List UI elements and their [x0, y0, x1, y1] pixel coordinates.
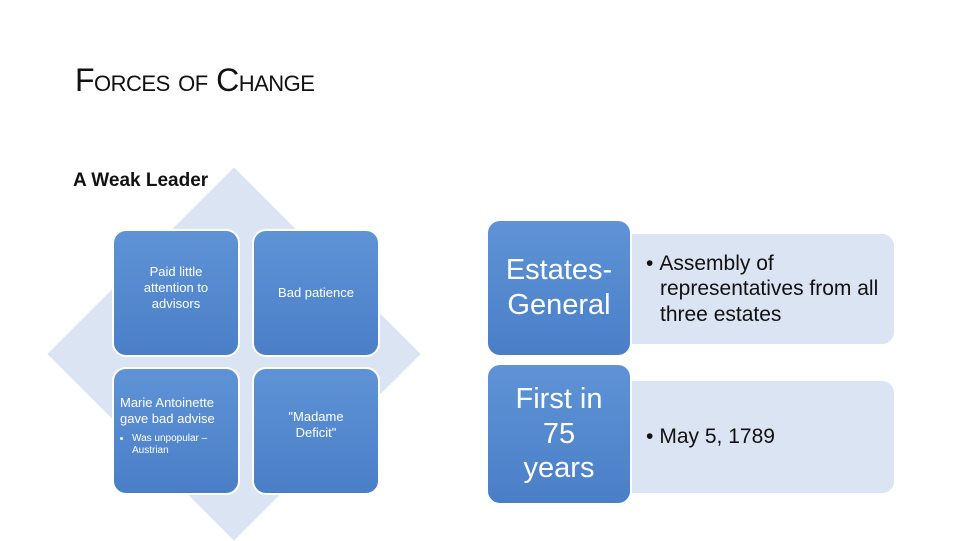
- matrix-cell-bottom-left: Marie Antoinette gave bad advise Was unp…: [112, 367, 240, 495]
- matrix-cell-top-right: Bad patience: [252, 229, 380, 357]
- list-detail-bullets: May 5, 1789: [614, 424, 785, 449]
- slide-title: Forces of Change: [75, 62, 315, 98]
- list-detail-box: May 5, 1789: [612, 379, 896, 495]
- matrix-cell-text: "Madame Deficit": [288, 408, 344, 440]
- matrix-cell-bullet: Was unpopular – Austrian: [132, 433, 232, 457]
- list-detail-box: Assembly of representatives from all thr…: [612, 232, 896, 346]
- slide-subtitle: A Weak Leader: [73, 170, 209, 191]
- matrix-cell-top-left: Paid little attention to advisors: [112, 229, 240, 357]
- matrix-cell-text: Bad patience: [278, 284, 354, 300]
- matrix-cell-bullets: Was unpopular – Austrian: [120, 433, 232, 457]
- list-label-box: First in 75 years: [486, 363, 632, 505]
- matrix-cell-bottom-right: "Madame Deficit": [252, 367, 380, 495]
- matrix-cell-text: Marie Antoinette gave bad advise: [120, 394, 215, 426]
- list-detail-bullet: Assembly of representatives from all thr…: [659, 251, 884, 327]
- list-label: First in 75 years: [515, 382, 603, 485]
- list-label: Estates-General: [505, 254, 613, 321]
- matrix-cell-text: Paid little attention to advisors: [143, 263, 209, 312]
- list-detail-bullet: May 5, 1789: [659, 424, 775, 449]
- list-detail-bullets: Assembly of representatives from all thr…: [614, 251, 894, 327]
- list-label-box: Estates-General: [486, 219, 632, 357]
